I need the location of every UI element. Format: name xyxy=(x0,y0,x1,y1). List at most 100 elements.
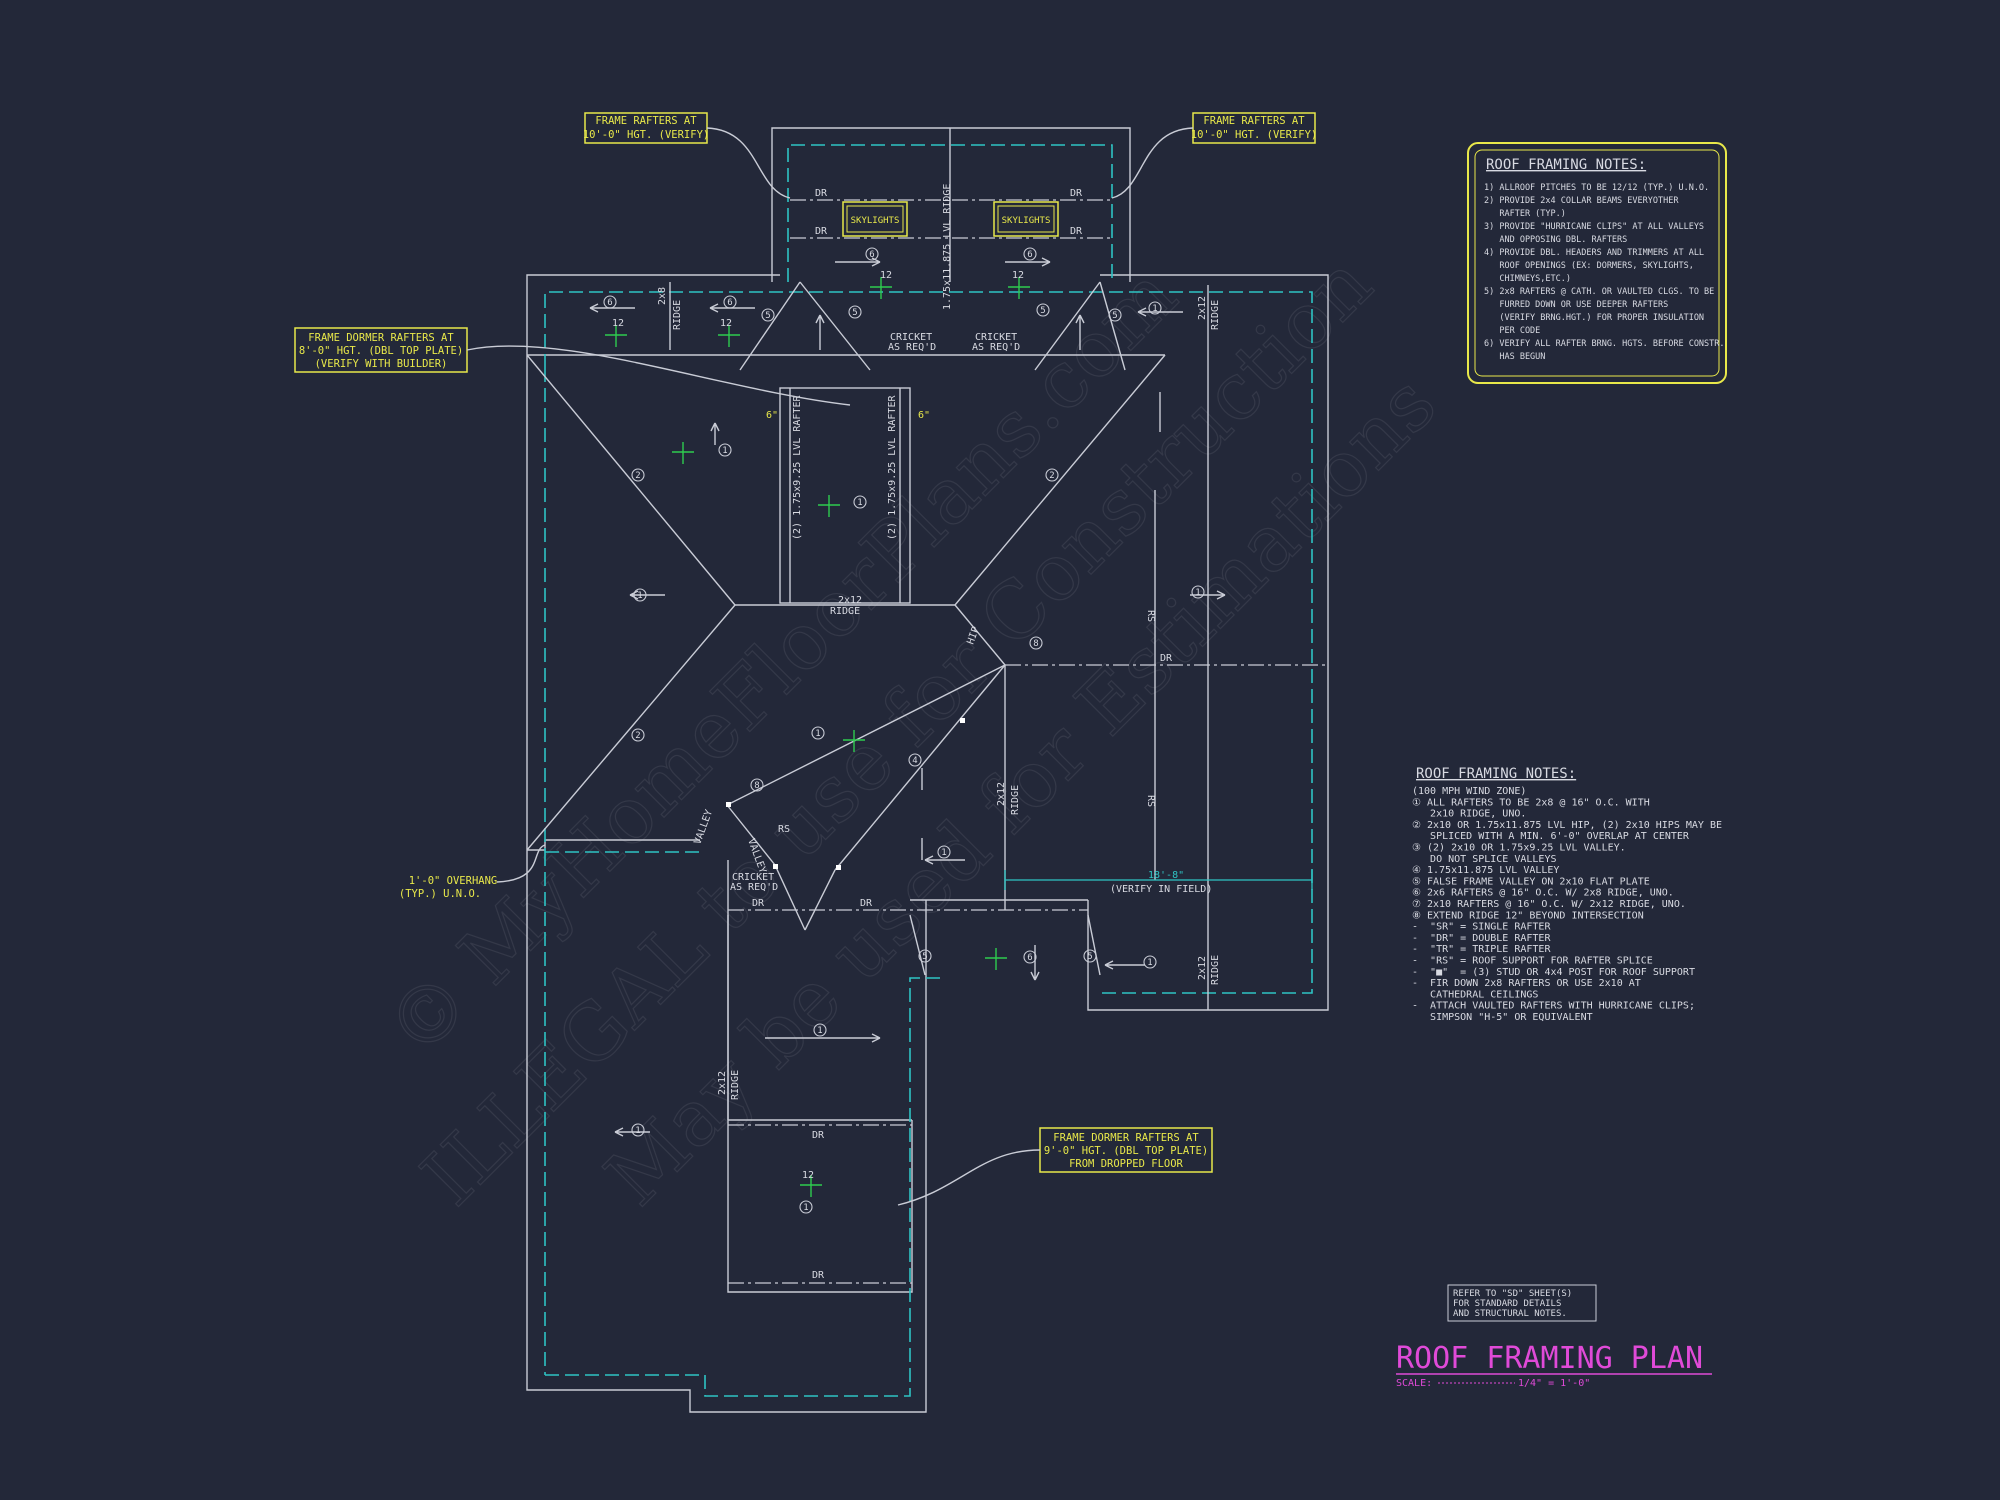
svg-text:1: 1 xyxy=(817,1026,822,1036)
notes-top-line: RAFTER (TYP.) xyxy=(1484,209,1566,219)
dr-label: DR xyxy=(812,1130,825,1141)
callout-line: FRAME DORMER RAFTERS AT xyxy=(308,332,454,344)
notes-top-line: 2) PROVIDE 2x4 COLLAR BEAMS EVERYOTHER xyxy=(1484,196,1679,206)
skylight-label: SKYLIGHTS xyxy=(1002,216,1051,226)
notes-top-line: 4) PROVIDE DBL. HEADERS AND TRIMMERS AT … xyxy=(1484,248,1704,258)
notes-mid-line: ① ALL RAFTERS TO BE 2x8 @ 16" O.C. WITH xyxy=(1412,797,1650,808)
svg-text:1: 1 xyxy=(941,848,946,858)
dr-label: DR xyxy=(1160,653,1173,664)
skylight-1: SKYLIGHTS xyxy=(842,201,908,237)
notes-top-lines: 1) ALLROOF PITCHES TO BE 12/12 (TYP.) U.… xyxy=(1484,183,1725,362)
cricket-label: AS REQ'D xyxy=(730,882,778,893)
building-outline xyxy=(526,127,1329,1413)
svg-text:5: 5 xyxy=(852,308,857,318)
pitch-value: 12 xyxy=(612,318,624,329)
callout-dormer-left: FRAME DORMER RAFTERS AT 8'-0" HGT. (DBL … xyxy=(294,327,851,406)
notes-mid-line: - ATTACH VAULTED RAFTERS WITH HURRICANE … xyxy=(1412,1001,1695,1012)
notes-mid-line: - "SR" = SINGLE RAFTER xyxy=(1412,922,1551,933)
callout-line: 9'-0" HGT. (DBL TOP PLATE) xyxy=(1044,1145,1208,1157)
callout-line: FRAME RAFTERS AT xyxy=(595,115,697,127)
pitch-value: 12 xyxy=(880,270,892,281)
notes-top-line: HAS BEGUN xyxy=(1484,352,1545,362)
pitch-value: 12 xyxy=(802,1170,814,1181)
watermark-line-1: © MyHomeFloorPlans.com xyxy=(370,250,1194,1074)
notes-mid-line: ④ 1.75x11.875 LVL VALLEY xyxy=(1412,865,1559,876)
verify-in-field-label: (VERIFY IN FIELD) xyxy=(1110,884,1212,895)
notes-box-top: ROOF FRAMING NOTES: 1) ALLROOF PITCHES T… xyxy=(1467,142,1727,384)
callout-rafters-left: FRAME RAFTERS AT 10'-0" HGT. (VERIFY) xyxy=(583,112,791,199)
scale-label: SCALE: xyxy=(1396,1378,1432,1389)
notes-top-line: 3) PROVIDE "HURRICANE CLIPS" AT ALL VALL… xyxy=(1484,222,1704,232)
pitch-value: 12 xyxy=(1012,270,1024,281)
pitch-symbols: 12 12 12 12 12 xyxy=(605,270,1030,1197)
pitch-value: 12 xyxy=(720,318,732,329)
svg-text:8: 8 xyxy=(754,781,759,791)
rs-label: RS xyxy=(778,824,790,835)
svg-text:1: 1 xyxy=(722,446,727,456)
callout-line: 10'-0" HGT. (VERIFY) xyxy=(583,129,709,141)
rs-label: RS xyxy=(1145,610,1156,622)
six-inch-label: 6" xyxy=(766,410,778,421)
cricket-label: AS REQ'D xyxy=(972,342,1020,353)
callout-line: 8'-0" HGT. (DBL TOP PLATE) xyxy=(299,345,463,357)
notes-mid-line: 2x10 RIDGE, UNO. xyxy=(1412,809,1526,820)
svg-text:2: 2 xyxy=(635,731,640,741)
ridge-size-label: 2x12 xyxy=(838,595,862,606)
notes-mid-line: SIMPSON "H-5" OR EQUIVALENT xyxy=(1412,1012,1593,1023)
dr-label: DR xyxy=(812,1270,825,1281)
overhang-line: (TYP.) U.N.O. xyxy=(399,888,481,900)
notes-top-line: ROOF OPENINGS (EX: DORMERS, SKYLIGHTS, xyxy=(1484,261,1694,271)
notes-top-line: FURRED DOWN OR USE DEEPER RAFTERS xyxy=(1484,300,1668,310)
notes-mid-line: (100 MPH WIND ZONE) xyxy=(1412,786,1526,797)
notes-top-line: AND OPPOSING DBL. RAFTERS xyxy=(1484,235,1627,245)
svg-text:1: 1 xyxy=(637,591,642,601)
svg-text:5: 5 xyxy=(765,311,770,321)
svg-text:1: 1 xyxy=(1152,304,1157,314)
rs-label: RS xyxy=(1145,795,1156,807)
dr-label: DR xyxy=(815,188,828,199)
lvl-ridge-label: 1.75x11.875 LVL RIDGE xyxy=(942,184,953,310)
callout-rafters-right: FRAME RAFTERS AT 10'-0" HGT. (VERIFY) xyxy=(1111,112,1317,199)
svg-text:1: 1 xyxy=(1147,958,1152,968)
callout-overhang: 1'-0" OVERHANG (TYP.) U.N.O. xyxy=(399,844,546,900)
svg-text:1: 1 xyxy=(815,729,820,739)
wall-lines xyxy=(544,144,1313,1397)
svg-text:6: 6 xyxy=(869,250,874,260)
refer-line: REFER TO "SD" SHEET(S) xyxy=(1453,1289,1572,1299)
notes-mid-lines: (100 MPH WIND ZONE)① ALL RAFTERS TO BE 2… xyxy=(1412,786,1722,1023)
notes-top-title: ROOF FRAMING NOTES: xyxy=(1486,157,1646,173)
verify-dimension: 18'-8" (VERIFY IN FIELD) xyxy=(1004,870,1313,895)
notes-top-line: CHIMNEYS,ETC.) xyxy=(1484,274,1571,284)
ridge-label: RIDGE xyxy=(1010,785,1021,815)
notes-top-line: PER CODE xyxy=(1484,326,1540,336)
svg-text:1: 1 xyxy=(635,1126,640,1136)
dr-label: DR xyxy=(752,898,765,909)
cricket-label: CRICKET xyxy=(732,872,774,883)
svg-text:2: 2 xyxy=(1049,471,1054,481)
refer-line: FOR STANDARD DETAILS xyxy=(1453,1299,1561,1309)
overhang-line: 1'-0" OVERHANG xyxy=(409,875,498,887)
ridge-size-label: 2x8 xyxy=(657,287,668,305)
notes-top-line: 1) ALLROOF PITCHES TO BE 12/12 (TYP.) U.… xyxy=(1484,183,1709,193)
callout-line: (VERIFY WITH BUILDER) xyxy=(315,358,448,370)
dr-label: DR xyxy=(860,898,873,909)
notes-mid-line: ⑧ EXTEND RIDGE 12" BEYOND INTERSECTION xyxy=(1412,910,1644,921)
callout-line: FRAME DORMER RAFTERS AT xyxy=(1053,1132,1199,1144)
notes-mid-line: SPLICED WITH A MIN. 6'-0" OVERLAP AT CEN… xyxy=(1412,831,1690,842)
dr-label: DR xyxy=(815,226,828,237)
skylight-2: SKYLIGHTS xyxy=(993,201,1059,237)
valley-label: VALLEY xyxy=(692,808,715,846)
notes-mid-line: ⑦ 2x10 RAFTERS @ 16" O.C. W/ 2x12 RIDGE,… xyxy=(1412,899,1686,910)
notes-mid-line: ③ (2) 2x10 OR 1.75x9.25 LVL VALLEY. xyxy=(1412,843,1626,854)
plan-labels: DR DR DR DR DR DR DR DR DR RS RS RS 2x12… xyxy=(657,184,1221,1281)
notes-mid-line: DO NOT SPLICE VALLEYS xyxy=(1412,854,1557,865)
lvl-rafter-label: (2) 1.75x9.25 LVL RAFTER xyxy=(792,395,803,540)
callout-dormer-bottom: FRAME DORMER RAFTERS AT 9'-0" HGT. (DBL … xyxy=(897,1127,1213,1206)
skylight-label: SKYLIGHTS xyxy=(851,216,900,226)
direction-markers: 6 6 6 6 5 5 5 5 1 1 1 2 2 1 1 8 2 1 4 8 … xyxy=(589,247,1226,1214)
svg-text:6: 6 xyxy=(1027,250,1032,260)
refer-note: REFER TO "SD" SHEET(S) FOR STANDARD DETA… xyxy=(1447,1284,1597,1322)
notes-mid-line: - "RS" = ROOF SUPPORT FOR RAFTER SPLICE xyxy=(1412,956,1653,967)
six-inch-label: 6" xyxy=(918,410,930,421)
